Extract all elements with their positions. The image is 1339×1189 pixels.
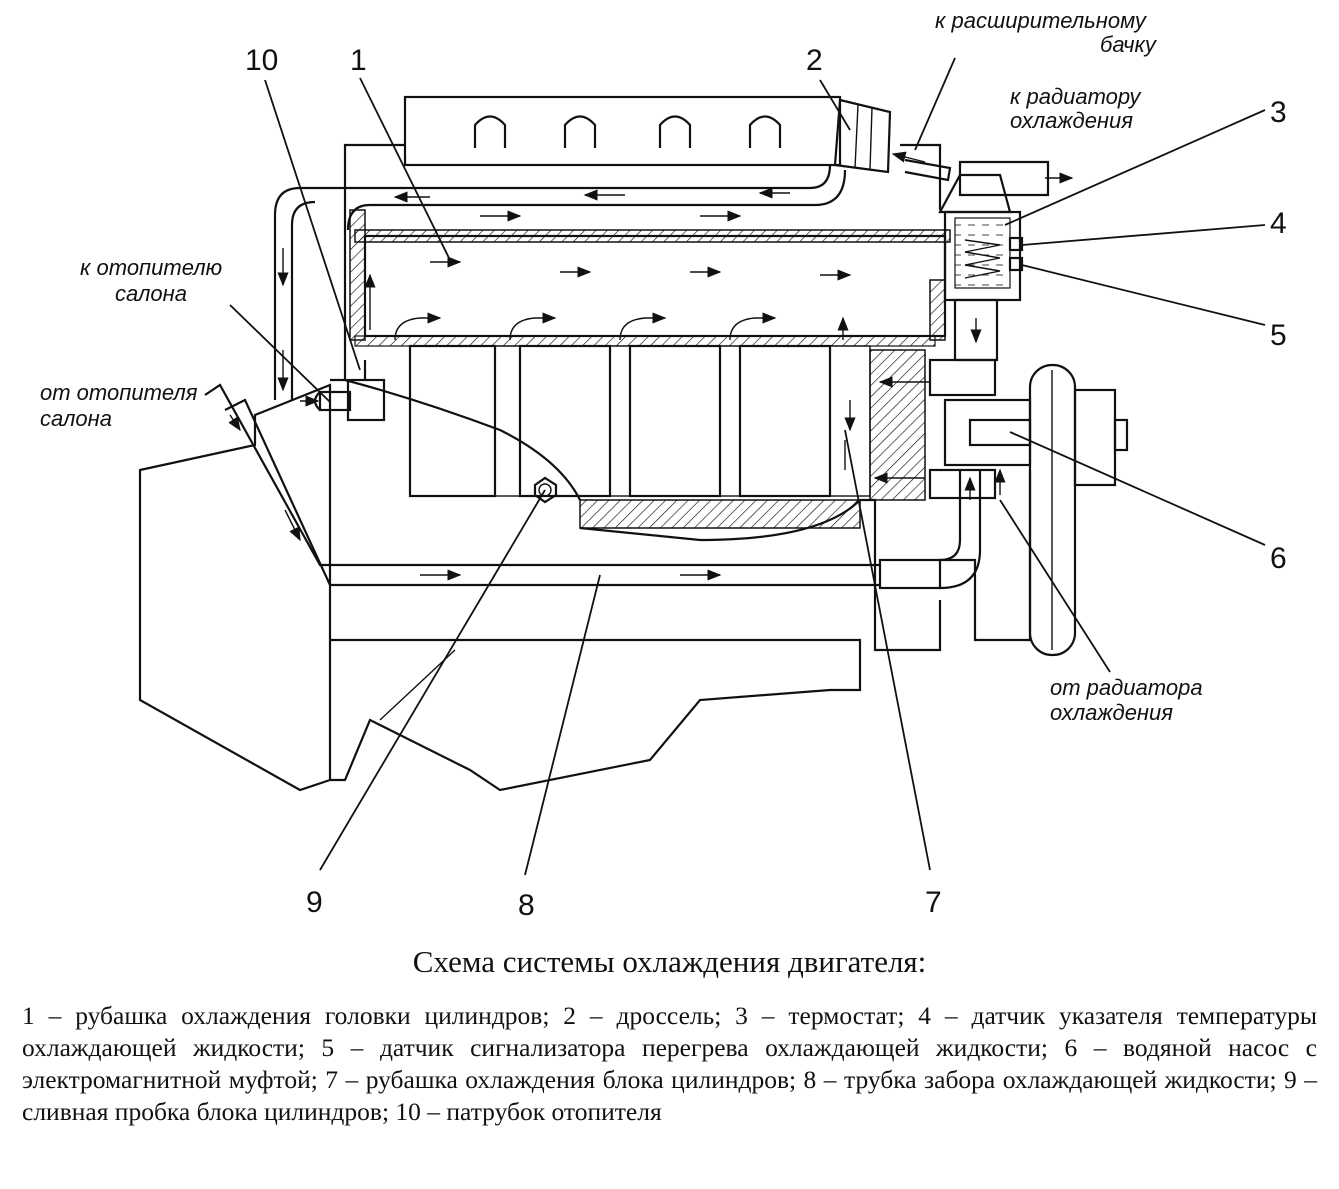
label-from-radiator-line1: от радиатора xyxy=(1050,675,1203,700)
number-9: 9 xyxy=(306,886,323,919)
label-to-expansion-tank-line2: бачку xyxy=(1100,32,1158,57)
engine-cooling-diagram: 10 1 2 3 4 5 6 7 8 9 к расширительному б… xyxy=(40,8,1287,922)
number-4: 4 xyxy=(1270,207,1287,240)
number-6: 6 xyxy=(1270,542,1287,575)
label-to-radiator-line2: охлаждения xyxy=(1010,108,1133,133)
number-1: 1 xyxy=(350,44,367,77)
number-7: 7 xyxy=(925,886,942,919)
drain-plug xyxy=(533,476,558,504)
label-to-radiator-line1: к радиатору xyxy=(1010,84,1142,109)
number-2: 2 xyxy=(806,44,823,77)
valve-cover xyxy=(403,95,892,174)
label-to-heater-line2: салона xyxy=(115,281,187,306)
number-5: 5 xyxy=(1270,319,1287,352)
block-coolant-jacket xyxy=(344,273,926,542)
figure-legend: 1 – рубашка охлаждения головки цилиндров… xyxy=(22,1001,1317,1126)
part-numbers: 10 1 2 3 4 5 6 7 8 9 xyxy=(245,44,1287,922)
flow-labels: к расширительному бачку к радиатору охла… xyxy=(40,8,1203,725)
number-8: 8 xyxy=(518,889,535,922)
heater-inlet-pipe xyxy=(204,383,880,587)
label-from-radiator-line2: охлаждения xyxy=(1050,700,1173,725)
intake-tube xyxy=(878,470,982,590)
figure-caption: Схема системы охлаждения двигателя: xyxy=(412,944,927,979)
thermostat xyxy=(891,151,1074,362)
label-to-expansion-tank-line1: к расширительному xyxy=(935,8,1148,33)
number-3: 3 xyxy=(1270,96,1287,129)
leader-lines xyxy=(229,57,1266,876)
heater-outlet-fitting xyxy=(300,360,386,422)
number-10: 10 xyxy=(245,44,278,77)
label-to-heater-line1: к отопителю xyxy=(80,255,222,280)
pump-pulley xyxy=(1028,363,1129,657)
head-coolant-jacket xyxy=(349,209,951,347)
flow-arrows-head xyxy=(430,210,852,281)
label-from-heater-line1: от отопителя xyxy=(40,380,198,405)
label-from-heater-line2: салона xyxy=(40,406,112,431)
